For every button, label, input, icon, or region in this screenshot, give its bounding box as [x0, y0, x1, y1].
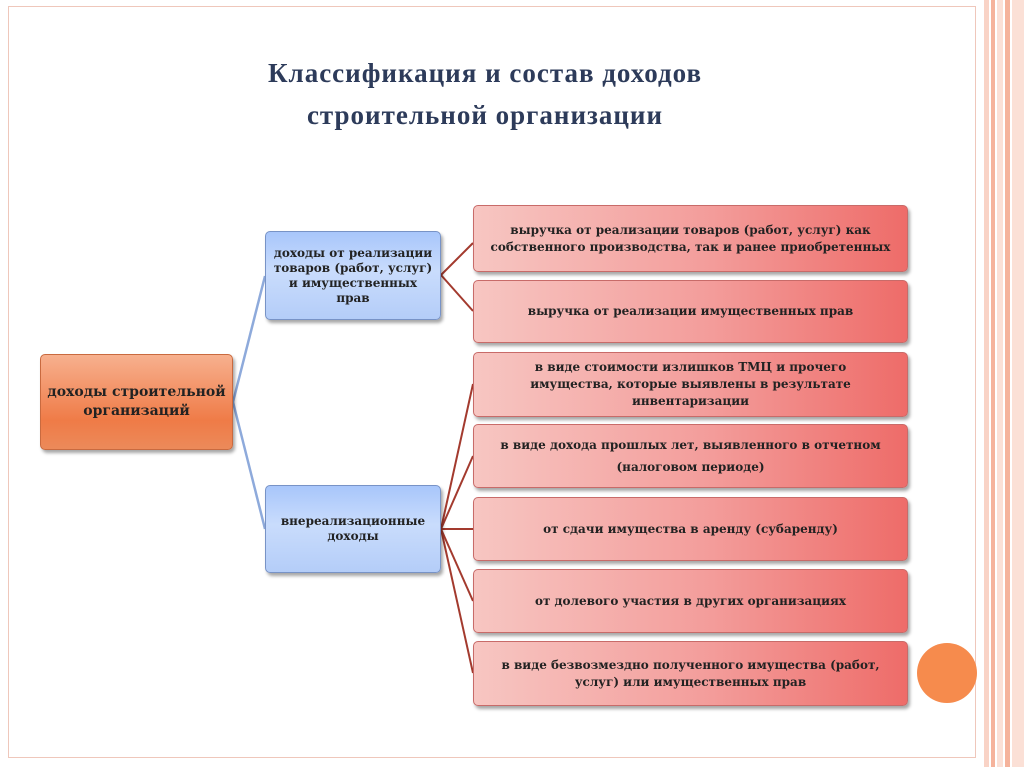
decor-circle — [917, 643, 977, 703]
connector-group2-item2 — [440, 455, 474, 530]
connector-group2-item5 — [440, 528, 474, 674]
connector-group1-item1 — [440, 242, 474, 276]
decor-stripe — [991, 0, 995, 767]
item-node-label: в виде дохода прошлых лет, выявленного в… — [500, 438, 881, 474]
decor-stripe — [984, 0, 989, 767]
item-node-label: в виде стоимости излишков ТМЦ и прочего … — [530, 360, 851, 408]
decor-stripe — [997, 0, 1003, 767]
item-node: в виде безвозмездно полученного имуществ… — [473, 641, 908, 706]
connector-group2-item1 — [440, 383, 474, 530]
group-node-nonoperating: внереализационные доходы — [265, 485, 441, 573]
group-node-label: внереализационные доходы — [280, 514, 426, 543]
item-node-label: от сдачи имущества в аренду (субаренду) — [543, 521, 838, 536]
page-title: Классификация и состав доходов — [267, 58, 703, 88]
connector-group2-item4 — [440, 528, 474, 602]
item-node: выручка от реализации имущественных прав — [473, 280, 908, 343]
connector-group1-item2 — [440, 274, 474, 312]
item-node-label: в виде безвозмездно полученного имуществ… — [501, 657, 880, 689]
item-node: от сдачи имущества в аренду (субаренду) — [473, 497, 908, 561]
decor-stripe — [1005, 0, 1010, 767]
root-node: доходы строительной организаций — [40, 354, 233, 450]
item-node-label: от долевого участия в других организация… — [534, 593, 847, 608]
page-subtitle: строительной организации — [306, 100, 664, 130]
group-node-sales: доходы от реализации товаров (работ, усл… — [265, 231, 441, 320]
root-node-label: доходы строительной организаций — [47, 384, 226, 419]
group-node-label: доходы от реализации товаров (работ, усл… — [273, 245, 433, 305]
connector-root-to-group1 — [231, 275, 267, 403]
connector-root-to-group2 — [231, 401, 267, 530]
item-node-label: выручка от реализации имущественных прав — [527, 304, 854, 318]
item-node: в виде дохода прошлых лет, выявленного в… — [473, 424, 908, 488]
item-node: в виде стоимости излишков ТМЦ и прочего … — [473, 352, 908, 417]
slide-frame — [8, 6, 976, 758]
item-node: от долевого участия в других организация… — [473, 569, 908, 633]
item-node: выручка от реализации товаров (работ, ус… — [473, 205, 908, 272]
item-node-label: выручка от реализации товаров (работ, ус… — [490, 222, 891, 254]
decor-stripe — [1012, 0, 1024, 767]
